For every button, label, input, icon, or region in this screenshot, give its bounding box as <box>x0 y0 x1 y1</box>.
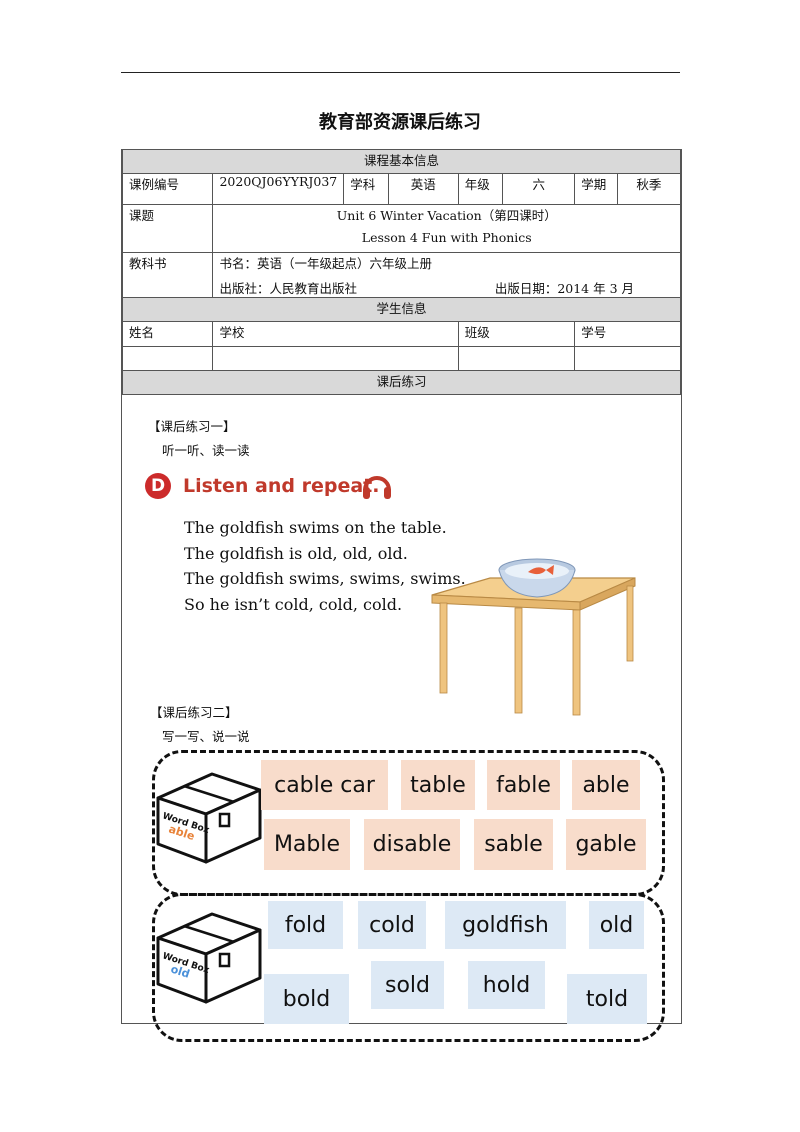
pub-date: 出版日期：2014 年 3 月 <box>494 281 634 296</box>
old-word-box <box>152 893 665 1042</box>
name-field[interactable] <box>121 346 214 371</box>
school-label: 学校 <box>212 321 459 347</box>
header-rule <box>121 72 680 73</box>
topic-label: 课题 <box>121 204 214 253</box>
exercise-header: 课后练习 <box>122 370 681 395</box>
poem-line: The goldfish swims, swims, swims. <box>184 569 466 588</box>
topic-line2: Lesson 4 Fun with Phonics <box>361 230 532 245</box>
goldfish-table-illustration <box>430 550 640 724</box>
poem-line: The goldfish swims on the table. <box>184 518 447 537</box>
word-card[interactable]: fable <box>487 760 560 810</box>
word-card[interactable]: gable <box>566 819 646 870</box>
word-card[interactable]: hold <box>468 961 545 1009</box>
word-card[interactable]: sold <box>371 961 444 1009</box>
topic-line1: Unit 6 Winter Vacation（第四课时） <box>336 208 557 223</box>
ex1-title: 【课后练习一】 <box>148 419 236 434</box>
page-title: 教育部资源课后练习 <box>319 112 481 133</box>
book-name: 书名：英语（一年级起点）六年级上册 <box>219 256 432 271</box>
word-card[interactable]: fold <box>268 901 343 949</box>
student-info-header: 学生信息 <box>122 297 681 322</box>
word-card[interactable]: Mable <box>264 819 350 870</box>
grade-value: 六 <box>502 173 576 205</box>
publisher: 出版社：人民教育出版社 <box>219 281 357 296</box>
word-card[interactable]: cable car <box>261 760 388 810</box>
id-label: 学号 <box>574 321 681 347</box>
course-info-header: 课程基本信息 <box>122 149 681 174</box>
subject-label: 学科 <box>343 173 389 205</box>
topic-cell: Unit 6 Winter Vacation（第四课时） Lesson 4 Fu… <box>212 204 681 253</box>
school-field[interactable] <box>212 346 459 371</box>
ex2-instruction: 写一写、说一说 <box>162 729 250 744</box>
textbook-label: 教科书 <box>121 252 214 298</box>
subject-value: 英语 <box>387 173 459 205</box>
info-table: 课程基本信息 课例编号 2020QJ06YYRJ037 学科 英语 年级 六 学… <box>121 149 682 395</box>
word-card[interactable]: able <box>572 760 640 810</box>
old-tag: old <box>169 962 191 980</box>
case-no: 2020QJ06YYRJ037 <box>212 173 345 205</box>
word-card[interactable]: told <box>567 974 647 1024</box>
word-card[interactable]: bold <box>264 974 349 1024</box>
old-crate-icon: Word Box old <box>156 912 264 1008</box>
grade-label: 年级 <box>457 173 504 205</box>
poem: The goldfish swims on the table. The gol… <box>184 515 466 617</box>
able-crate-icon: Word Box able <box>156 772 264 868</box>
section-badge: D <box>145 473 171 499</box>
word-card[interactable]: old <box>589 901 644 949</box>
id-field[interactable] <box>574 346 681 371</box>
term-label: 学期 <box>574 173 618 205</box>
class-label: 班级 <box>457 321 576 347</box>
ex2-title: 【课后练习二】 <box>150 705 238 720</box>
word-card[interactable]: table <box>401 760 475 810</box>
poem-line: So he isn’t cold, cold, cold. <box>184 594 403 614</box>
name-label: 姓名 <box>121 321 214 347</box>
word-card[interactable]: sable <box>474 819 553 870</box>
headphone-icon[interactable] <box>360 470 394 506</box>
case-no-label: 课例编号 <box>121 173 214 205</box>
term-value: 秋季 <box>616 173 682 205</box>
listen-title: Listen and repeat. <box>183 475 380 497</box>
poem-line: The goldfish is old, old, old. <box>184 543 408 563</box>
textbook-cell: 书名：英语（一年级起点）六年级上册 出版社：人民教育出版社 出版日期：2014 … <box>212 252 681 298</box>
word-card[interactable]: goldfish <box>445 901 566 949</box>
ex1-instruction: 听一听、读一读 <box>162 443 250 458</box>
worksheet: 课程基本信息 课例编号 2020QJ06YYRJ037 学科 英语 年级 六 学… <box>121 149 682 1024</box>
word-card[interactable]: cold <box>358 901 426 949</box>
word-card[interactable]: disable <box>364 819 460 870</box>
class-field[interactable] <box>457 346 576 371</box>
